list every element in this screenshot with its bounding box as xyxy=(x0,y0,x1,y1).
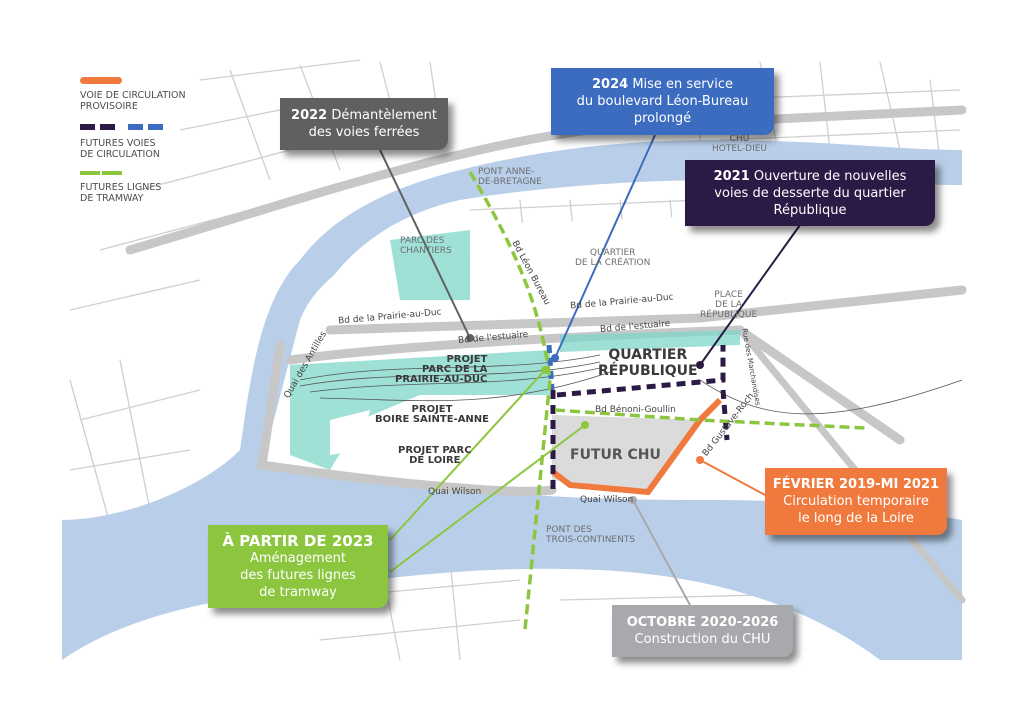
provisional-road xyxy=(551,397,723,496)
legend-swatches xyxy=(80,77,163,175)
legend-provisional-road: VOIE DE CIRCULATION PROVISOIRE xyxy=(80,90,186,112)
callout-2019: FÉVRIER 2019-MI 2021 Circulation tempora… xyxy=(765,468,947,535)
future-tram xyxy=(468,171,866,631)
island-inner-clear xyxy=(330,410,370,455)
callout-2024: 2024 Mise en service du boulevard Léon-B… xyxy=(551,68,774,135)
label-pont-anne: PONT ANNE-DE-BRETAGNE xyxy=(478,167,542,187)
label-quai-wilson-2: Quai Wilson xyxy=(580,495,634,505)
label-futur-chu: FUTUR CHU xyxy=(570,447,661,463)
legend-future-tram: FUTURES LIGNES DE TRAMWAY xyxy=(80,182,162,204)
future-roads xyxy=(550,345,730,495)
callout-2022: 2022 Démantèlement des voies ferrées xyxy=(280,98,448,150)
label-quai-wilson-1: Quai Wilson xyxy=(428,487,482,497)
legend-future-roads: FUTURES VOIES DE CIRCULATION xyxy=(80,138,160,160)
callout-2021: 2021 Ouverture de nouvelles voies de des… xyxy=(685,160,935,226)
future-road-blue xyxy=(546,344,555,391)
leader-dots xyxy=(466,334,704,504)
park-hatching xyxy=(290,230,740,470)
label-bd-benoni-goullin: Bd Bénoni-Goullin xyxy=(595,405,676,415)
callout-2020: OCTOBRE 2020-2026 Construction du CHU xyxy=(612,605,793,657)
callout-leaders xyxy=(379,134,801,606)
